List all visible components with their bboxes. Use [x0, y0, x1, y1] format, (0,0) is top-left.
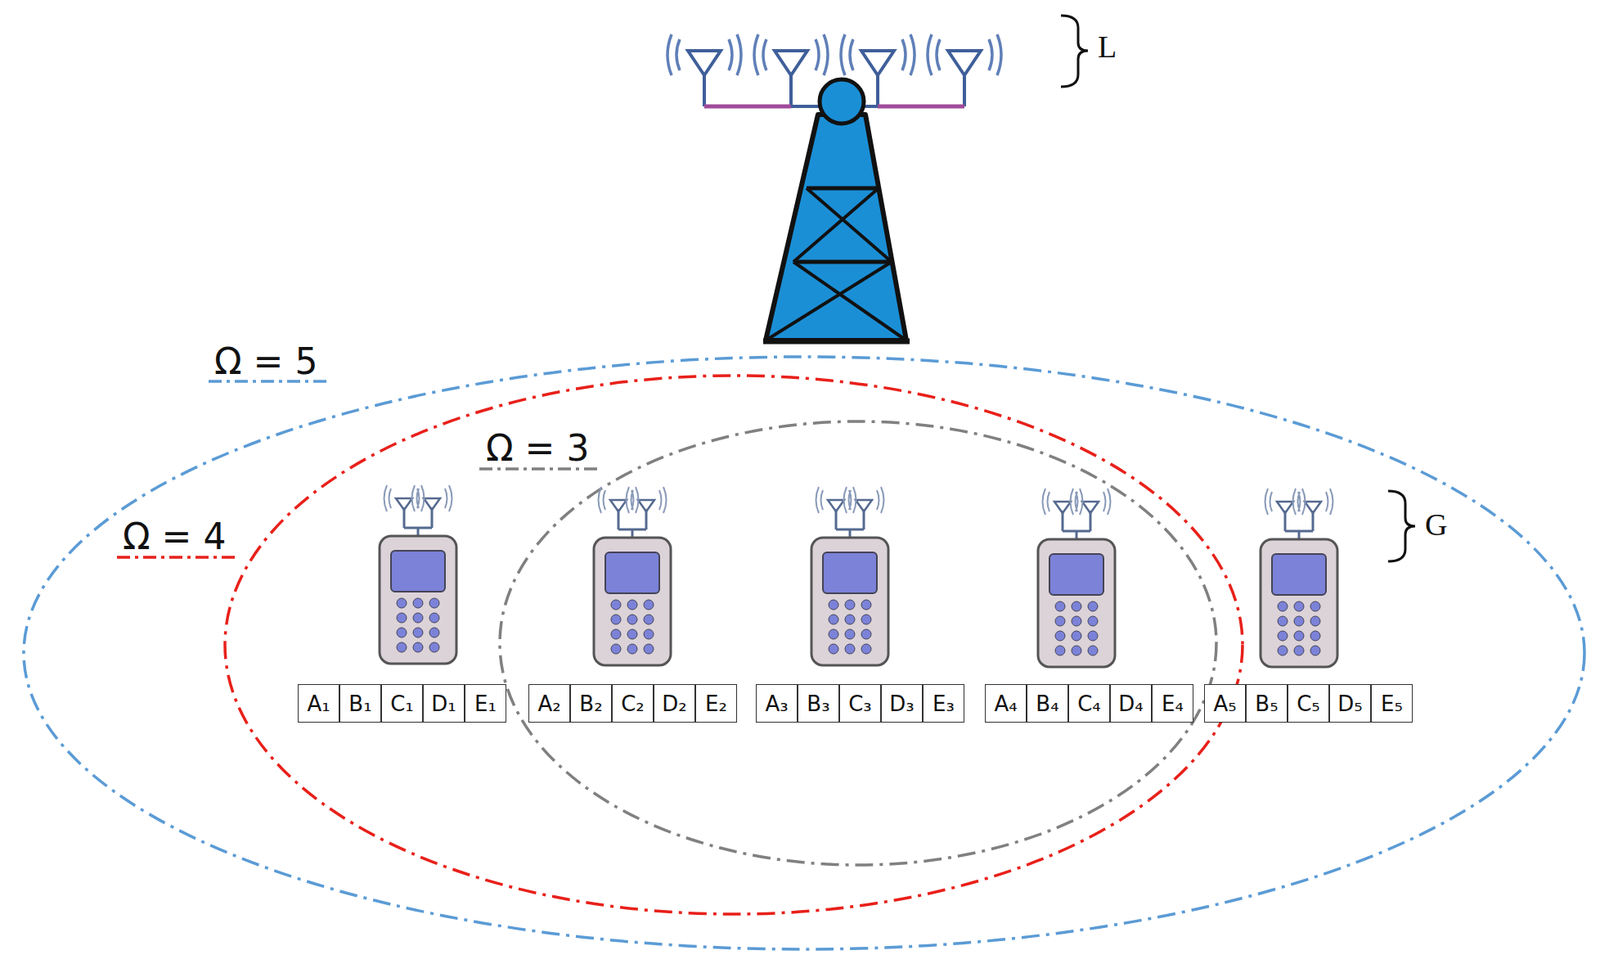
- buffer-cell: B₃: [797, 683, 840, 723]
- cell-label: E₂: [705, 691, 728, 716]
- antenna-count-label: G: [1424, 508, 1448, 540]
- cell-label: A₁: [306, 691, 330, 716]
- cell-label: D₂: [661, 691, 687, 716]
- cell-label: B₁: [348, 691, 372, 716]
- cell-label: C₂: [620, 691, 645, 716]
- buffer-cell: A₁: [297, 683, 340, 723]
- buffer-cell: D₂: [653, 683, 696, 723]
- cell-label: C₅: [1296, 691, 1321, 716]
- buffer-cell: D₃: [880, 683, 923, 723]
- buffer-cell: B₂: [570, 683, 612, 723]
- cell-label: E₅: [1380, 691, 1403, 716]
- coverage-ellipse: [224, 375, 1243, 914]
- coverage-ellipse: [23, 356, 1585, 949]
- cell-label: D₄: [1118, 691, 1143, 716]
- buffer-cell: B₁: [339, 683, 382, 723]
- coverage-ellipse: [499, 421, 1217, 865]
- buffer-cell: E₅: [1370, 683, 1413, 723]
- cell-label: B₃: [806, 691, 830, 716]
- buffer-cell: C₅: [1287, 683, 1330, 723]
- buffer-cell: B₅: [1245, 683, 1288, 723]
- buffer-cell: E₂: [695, 683, 738, 723]
- buffer-cell: C₃: [839, 683, 881, 723]
- cell-label: C₄: [1077, 691, 1102, 716]
- cell-label: E₄: [1161, 691, 1184, 716]
- cell-label: A₅: [1213, 691, 1236, 716]
- cell-label: B₂: [579, 691, 603, 716]
- cell-label: A₄: [993, 691, 1017, 716]
- buffer-cell: B₄: [1026, 683, 1069, 723]
- buffer-cell: C₂: [611, 683, 654, 723]
- cell-label: E₃: [932, 691, 955, 716]
- omega-label: Ω = 5: [214, 343, 318, 380]
- cell-label: E₁: [474, 691, 497, 716]
- buffer-cell: A₃: [755, 683, 798, 723]
- buffer-cell: E₄: [1151, 683, 1194, 723]
- omega-label: Ω = 4: [122, 518, 226, 555]
- cell-label: A₃: [764, 691, 788, 716]
- antenna-count-label: L: [1097, 31, 1117, 63]
- label-underline: [479, 467, 603, 471]
- cell-label: A₂: [537, 691, 561, 716]
- base-station-tower: [667, 34, 1002, 342]
- omega-label: Ω = 3: [485, 430, 589, 467]
- buffer-cell: C₁: [381, 683, 423, 723]
- buffer-cell: A₅: [1204, 683, 1246, 723]
- buffer-cell: D₄: [1110, 683, 1152, 723]
- cell-label: D₃: [889, 691, 914, 716]
- buffer-cell: A₄: [984, 683, 1027, 723]
- cell-label: B₅: [1254, 691, 1278, 716]
- cell-label: D₁: [431, 691, 456, 716]
- buffer-cell: E₁: [464, 683, 507, 723]
- cell-label: C₃: [848, 691, 872, 716]
- buffer-cell: A₂: [528, 683, 571, 723]
- buffer-cell: C₄: [1068, 683, 1111, 723]
- label-underline: [208, 379, 328, 383]
- cell-label: C₁: [390, 691, 414, 716]
- cell-label: D₅: [1337, 691, 1362, 716]
- label-underline: [116, 555, 236, 559]
- buffer-cell: D₁: [422, 683, 465, 723]
- buffer-cell: D₅: [1329, 683, 1371, 723]
- cell-label: B₄: [1035, 691, 1059, 716]
- buffer-cell: E₃: [922, 683, 965, 723]
